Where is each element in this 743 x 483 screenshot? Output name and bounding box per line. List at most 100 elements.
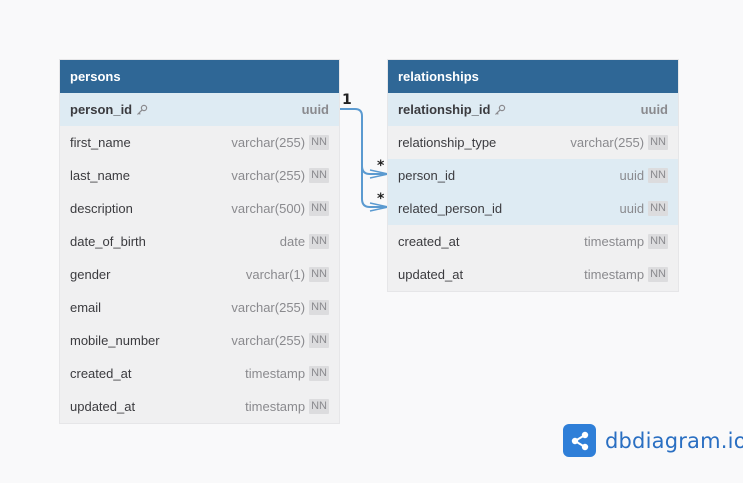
field-type-cell: uuid bbox=[302, 102, 329, 117]
field-name-cell: last_name bbox=[70, 168, 130, 183]
field-name-cell: email bbox=[70, 300, 101, 315]
field-name-cell: created_at bbox=[398, 234, 459, 249]
field-type: varchar(255) bbox=[231, 333, 306, 348]
not-null-badge: NN bbox=[309, 267, 329, 282]
not-null-badge: NN bbox=[648, 267, 668, 282]
key-icon bbox=[495, 104, 506, 115]
field-name-cell: person_id bbox=[70, 102, 148, 117]
field-type: timestamp bbox=[245, 399, 306, 414]
field-name: last_name bbox=[70, 168, 130, 183]
cardinality-one: 1 bbox=[342, 92, 352, 108]
not-null-badge: NN bbox=[309, 168, 329, 183]
field-type: uuid bbox=[640, 102, 668, 117]
table-persons[interactable]: persons person_id uuid first_name varchar(2… bbox=[60, 60, 339, 423]
field-row-first-name[interactable]: first_name varchar(255)NN bbox=[60, 126, 339, 159]
field-name-cell: relationship_id bbox=[398, 102, 506, 117]
not-null-badge: NN bbox=[309, 300, 329, 315]
cardinality-many-related-person-id: * bbox=[377, 191, 385, 207]
field-name-cell: person_id bbox=[398, 168, 455, 183]
brand-name: dbdiagram.io bbox=[605, 428, 743, 453]
field-name: person_id bbox=[398, 168, 456, 183]
field-type: varchar(255) bbox=[231, 168, 306, 183]
field-row-relationship-type[interactable]: relationship_type varchar(255)NN bbox=[388, 126, 678, 159]
not-null-badge: NN bbox=[648, 168, 668, 183]
not-null-badge: NN bbox=[648, 135, 668, 150]
share-nodes-icon bbox=[563, 424, 596, 457]
not-null-badge: NN bbox=[309, 234, 329, 249]
not-null-badge: NN bbox=[309, 135, 329, 150]
not-null-badge: NN bbox=[309, 333, 329, 348]
field-name-cell: created_at bbox=[70, 366, 131, 381]
field-name-cell: first_name bbox=[70, 135, 131, 150]
not-null-badge: NN bbox=[648, 234, 668, 249]
field-type: varchar(255) bbox=[231, 135, 306, 150]
field-row-relationship-id[interactable]: relationship_id uuid bbox=[388, 93, 678, 126]
field-type-cell: varchar(500)NN bbox=[231, 201, 329, 216]
field-name: first_name bbox=[70, 135, 131, 150]
field-type: uuid bbox=[619, 201, 645, 216]
field-type-cell: varchar(255)NN bbox=[231, 168, 329, 183]
not-null-badge: NN bbox=[309, 201, 329, 216]
field-type: varchar(255) bbox=[231, 300, 306, 315]
relation-line-related-person-id bbox=[361, 140, 388, 208]
field-name-cell: related_person_id bbox=[398, 201, 502, 216]
cardinality-many-person-id: * bbox=[377, 158, 385, 174]
field-type: varchar(1) bbox=[245, 267, 306, 282]
field-type-cell: varchar(255)NN bbox=[570, 135, 668, 150]
field-name: description bbox=[70, 201, 133, 216]
field-name: person_id bbox=[70, 102, 133, 117]
field-name-cell: date_of_birth bbox=[70, 234, 146, 249]
field-type-cell: varchar(1)NN bbox=[246, 267, 329, 282]
table-header[interactable]: relationships bbox=[388, 60, 678, 93]
field-type: date bbox=[279, 234, 306, 249]
brand-logo[interactable]: dbdiagram.io bbox=[563, 424, 743, 457]
field-name-cell: updated_at bbox=[70, 399, 135, 414]
field-row-description[interactable]: description varchar(500)NN bbox=[60, 192, 339, 225]
field-name: gender bbox=[70, 267, 111, 282]
field-name: email bbox=[70, 300, 102, 315]
field-type-cell: varchar(255)NN bbox=[231, 333, 329, 348]
not-null-badge: NN bbox=[309, 366, 329, 381]
field-type: uuid bbox=[619, 168, 645, 183]
table-header[interactable]: persons bbox=[60, 60, 339, 93]
field-row-mobile-number[interactable]: mobile_number varchar(255)NN bbox=[60, 324, 339, 357]
field-name-cell: gender bbox=[70, 267, 110, 282]
not-null-badge: NN bbox=[309, 399, 329, 414]
not-null-badge: NN bbox=[648, 201, 668, 216]
key-icon bbox=[137, 104, 148, 115]
field-name: created_at bbox=[398, 234, 460, 249]
field-name: relationship_id bbox=[398, 102, 491, 117]
field-type: timestamp bbox=[584, 234, 645, 249]
field-name: updated_at bbox=[70, 399, 136, 414]
field-row-gender[interactable]: gender varchar(1)NN bbox=[60, 258, 339, 291]
field-type: varchar(500) bbox=[231, 201, 306, 216]
field-row-person-id[interactable]: person_id uuid bbox=[60, 93, 339, 126]
field-name: created_at bbox=[70, 366, 132, 381]
field-name: mobile_number bbox=[70, 333, 160, 348]
field-row-email[interactable]: email varchar(255)NN bbox=[60, 291, 339, 324]
field-name: related_person_id bbox=[398, 201, 503, 216]
field-name-cell: description bbox=[70, 201, 133, 216]
field-type-cell: varchar(255)NN bbox=[231, 300, 329, 315]
field-type-cell: varchar(255)NN bbox=[231, 135, 329, 150]
field-row-last-name[interactable]: last_name varchar(255)NN bbox=[60, 159, 339, 192]
field-name-cell: relationship_type bbox=[398, 135, 496, 150]
field-type: timestamp bbox=[584, 267, 645, 282]
field-type: uuid bbox=[301, 102, 329, 117]
